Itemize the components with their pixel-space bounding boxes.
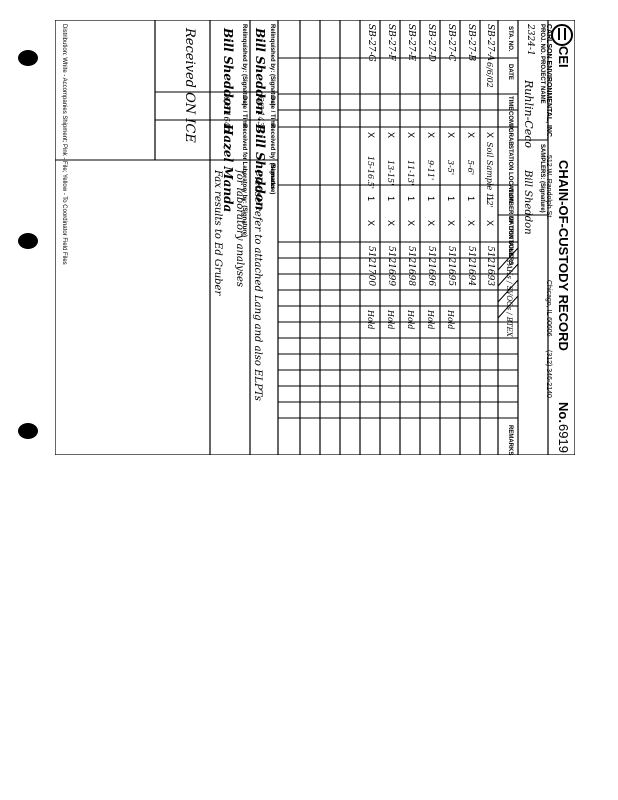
sta-no: SB-27-E	[406, 24, 416, 62]
lab-id: 5121698	[406, 246, 416, 287]
col-date: DATE	[507, 64, 513, 80]
matrix-mark: X	[466, 220, 476, 227]
matrix-mark: X	[485, 220, 495, 227]
container-count: 1	[485, 196, 495, 202]
sta-no: SB-27-G	[366, 24, 376, 62]
lab-id: 5121693	[485, 246, 495, 287]
received-on-ice-note: Received ON ICE	[182, 28, 197, 143]
station-location: 3-5'	[446, 160, 455, 176]
grab-mark: X	[426, 132, 436, 139]
sta-no: SB-27-C	[446, 24, 456, 62]
sample-date: 6/6/02	[485, 62, 494, 88]
cei-logo-icon	[551, 24, 573, 46]
form-number: 6919	[556, 424, 571, 453]
company-street: 512 W. Randolph St.	[545, 155, 552, 220]
samplers-label: SAMPLERS: (Signature)	[539, 144, 545, 213]
col-sta-no: STA. NO.	[507, 26, 513, 52]
sta-no: SB-27-B	[466, 24, 476, 62]
station-location: 5-6'	[466, 160, 475, 176]
logo-text: CEI	[556, 46, 571, 68]
binder-hole-top	[18, 50, 38, 66]
station-location: 13-15'	[386, 160, 395, 186]
remarks-label: Remarks	[269, 164, 275, 190]
container-count: 1	[446, 196, 456, 202]
col-time: TIME	[507, 96, 513, 111]
grab-mark: X	[466, 132, 476, 139]
container-count: 1	[366, 196, 376, 202]
lab-id: 5121699	[386, 246, 396, 287]
col-matrix: MATRIX SOLID	[507, 216, 513, 259]
station-location: 9-11'	[426, 160, 435, 181]
col-remarks: REMARKS	[507, 425, 513, 456]
row-remark: Hold	[426, 310, 435, 330]
chain-of-custody-form: CEI CARLSON ENVIRONMENTAL, INC. 512 W. R…	[55, 20, 575, 455]
project-name-label: PROJECT NAME	[539, 56, 545, 104]
lab-id: 5121700	[366, 246, 376, 287]
grab-mark: X	[386, 132, 396, 139]
station-location: 11-13'	[406, 160, 415, 186]
matrix-mark: X	[386, 220, 396, 227]
station-location: 15-16.5'	[366, 156, 375, 189]
company-name: CARLSON ENVIRONMENTAL, INC.	[545, 24, 552, 139]
row-remark: Hold	[366, 310, 375, 330]
analysis-header: PAHs / SVOCs / BTEX	[505, 260, 513, 337]
sta-no: SB-27-F	[386, 24, 396, 61]
remarks-line-1: Please refer to attached Lang and also E…	[252, 170, 263, 401]
binder-hole-bottom	[18, 423, 38, 439]
grab-mark: X	[485, 132, 495, 139]
remarks-line-3: Fax results to Ed Gruber	[212, 170, 223, 296]
grab-mark: X	[446, 132, 456, 139]
project-no-label: PROJ. NO.	[539, 24, 545, 55]
relinquished-label-2: Relinquished by: (Signature)	[241, 24, 247, 106]
matrix-mark: X	[406, 220, 416, 227]
company-phone: (312) 346-2140	[545, 350, 552, 398]
col-grab: GRAB	[507, 128, 513, 146]
form-number-label: No.	[556, 402, 571, 423]
matrix-mark: X	[366, 220, 376, 227]
project-no-value: 2324-1	[525, 24, 535, 56]
grab-mark: X	[406, 132, 416, 139]
row-remark: Hold	[446, 310, 455, 330]
matrix-mark: X	[446, 220, 456, 227]
project-name-value: Ruhlin-Ceco	[522, 80, 535, 148]
company-city: Chicago, IL 60606	[545, 280, 552, 337]
lab-id: 5121695	[446, 246, 456, 287]
container-count: 1	[466, 196, 476, 202]
distribution-footer: Distribution: White - Accompanies Shipme…	[61, 24, 67, 265]
lab-id: 5121694	[466, 246, 476, 287]
row-remark: Hold	[386, 310, 395, 330]
grab-mark: X	[366, 132, 376, 139]
form-grid-lines	[55, 20, 575, 455]
row-remark: Hold	[406, 310, 415, 330]
remarks-line-2: for laboratory analyses	[234, 170, 245, 288]
received-lab-signature: Hazel Manda	[221, 124, 235, 213]
container-count: 1	[386, 196, 396, 202]
sta-no: SB-27-D	[426, 24, 436, 62]
relinquished-label-1: Relinquished by: (Signature)	[269, 24, 275, 106]
form-title: CHAIN-OF-CUSTODY RECORD	[556, 160, 571, 351]
container-count: 1	[406, 196, 416, 202]
matrix-mark: X	[426, 220, 436, 227]
sta-no: SB-27-A	[485, 24, 495, 61]
container-count: 1	[426, 196, 436, 202]
lab-id: 5121696	[426, 246, 436, 287]
sampler-printed-name: Bill Sheddon	[522, 170, 533, 235]
binder-hole-middle	[18, 233, 38, 249]
